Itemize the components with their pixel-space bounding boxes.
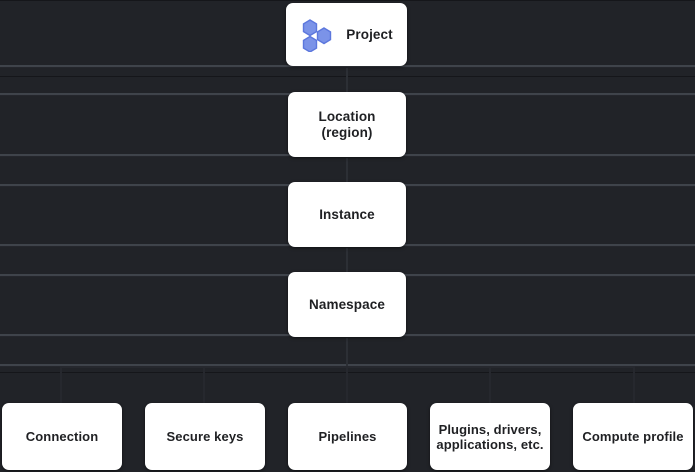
connector-namespace-bus <box>346 338 348 366</box>
node-location-label: Location (region) <box>318 108 376 140</box>
node-plugins-label: Plugins, drivers, applications, etc. <box>436 421 544 452</box>
connector-bus-connection <box>60 366 62 403</box>
node-secure-keys[interactable]: Secure keys <box>145 403 265 470</box>
hexagon-cluster-icon <box>300 18 334 53</box>
node-connection[interactable]: Connection <box>2 403 122 470</box>
background-band-divider <box>0 65 695 68</box>
node-pipelines[interactable]: Pipelines <box>288 403 407 470</box>
node-plugins[interactable]: Plugins, drivers, applications, etc. <box>430 403 550 470</box>
node-project-label: Project <box>346 26 393 42</box>
connector-bus-pipelines <box>346 366 348 403</box>
connector-project-location <box>346 68 348 94</box>
node-namespace-label: Namespace <box>309 296 385 312</box>
node-compute-profile[interactable]: Compute profile <box>573 403 693 470</box>
node-instance-label: Instance <box>319 206 375 222</box>
node-instance[interactable]: Instance <box>288 182 406 247</box>
node-pipelines-label: Pipelines <box>318 429 377 444</box>
node-location[interactable]: Location (region) <box>288 92 406 157</box>
node-connection-label: Connection <box>25 429 99 444</box>
background-hairline <box>0 0 695 1</box>
node-secure-keys-label: Secure keys <box>166 429 244 444</box>
connector-bus-secure-keys <box>203 366 205 403</box>
connector-location-instance <box>346 158 348 184</box>
connector-bus-plugins <box>489 366 491 403</box>
connector-bus-compute-profile <box>633 366 635 403</box>
node-compute-profile-label: Compute profile <box>582 429 684 444</box>
node-namespace[interactable]: Namespace <box>288 272 406 337</box>
node-project[interactable]: Project <box>286 3 407 66</box>
connector-instance-namespace <box>346 248 348 274</box>
